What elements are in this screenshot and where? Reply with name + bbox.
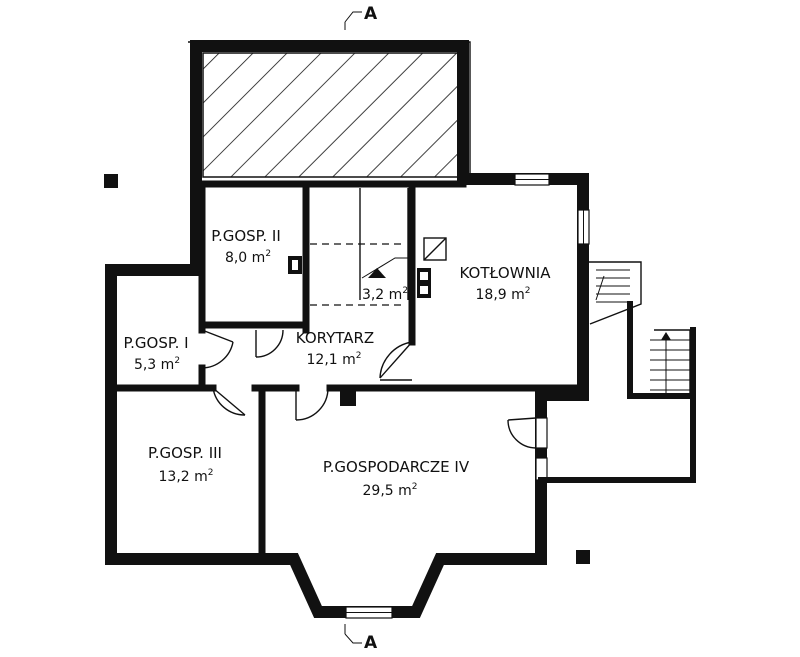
section-mark-top-label: A xyxy=(364,4,378,24)
section-mark-top: A xyxy=(344,4,378,30)
external-stairs xyxy=(538,261,696,483)
svg-text:5,3 m2: 5,3 m2 xyxy=(134,356,180,373)
room-p-gosp-iii: P.GOSP. III 13,2 m2 xyxy=(148,444,222,485)
svg-text:29,5 m2: 29,5 m2 xyxy=(363,482,418,499)
svg-text:8,0 m2: 8,0 m2 xyxy=(225,249,271,266)
area-unit-sup: 2 xyxy=(525,286,531,296)
outer-walls xyxy=(105,40,589,618)
room-area: 12,1 m xyxy=(307,352,356,368)
corner-marker-left xyxy=(104,174,118,188)
svg-text:3,2 m2: 3,2 m2 xyxy=(362,286,408,303)
svg-text:13,2 m2: 13,2 m2 xyxy=(159,468,214,485)
terrace xyxy=(188,41,471,178)
svg-text:12,1 m2: 12,1 m2 xyxy=(307,351,362,368)
area-unit-sup: 2 xyxy=(402,286,408,296)
room-area: 5,3 m xyxy=(134,357,174,373)
room-korytarz: KORYTARZ 12,1 m2 xyxy=(296,329,374,368)
windows xyxy=(345,173,590,619)
room-area: 8,0 m xyxy=(225,250,265,266)
room-area: 13,2 m xyxy=(159,469,208,485)
svg-text:18,9 m2: 18,9 m2 xyxy=(476,286,531,303)
area-unit-sup: 2 xyxy=(412,482,418,492)
staircase-inner xyxy=(310,188,409,306)
doors xyxy=(201,329,537,449)
room-kotlownia: KOTŁOWNIA 18,9 m2 xyxy=(460,264,552,303)
room-area: 29,5 m xyxy=(363,483,412,499)
area-unit-sup: 2 xyxy=(265,249,271,259)
room-storage-small: 3,2 m2 xyxy=(362,286,408,303)
room-name: P.GOSP. II xyxy=(211,227,281,245)
room-name: P.GOSP. III xyxy=(148,444,222,462)
area-unit-sup: 2 xyxy=(356,351,362,361)
wall-pillar xyxy=(340,388,356,406)
room-p-gosp-ii: P.GOSP. II 8,0 m2 xyxy=(211,227,281,266)
room-p-gosp-i: P.GOSP. I 5,3 m2 xyxy=(123,334,188,373)
room-name: KOTŁOWNIA xyxy=(460,264,552,282)
area-unit-sup: 2 xyxy=(208,468,214,478)
room-p-gospodarcze-iv: P.GOSPODARCZE IV 29,5 m2 xyxy=(323,458,470,499)
room-name: P.GOSP. I xyxy=(123,334,188,352)
room-name: P.GOSPODARCZE IV xyxy=(323,458,470,476)
corner-marker-right xyxy=(576,550,590,564)
interior-walls xyxy=(113,180,587,557)
room-name: KORYTARZ xyxy=(296,329,374,347)
chimney xyxy=(288,237,447,298)
room-area: 3,2 m xyxy=(362,287,402,303)
section-mark-bottom-label: A xyxy=(364,633,378,653)
area-unit-sup: 2 xyxy=(174,356,180,366)
room-area: 18,9 m xyxy=(476,287,525,303)
section-mark-bottom: A xyxy=(344,624,378,653)
